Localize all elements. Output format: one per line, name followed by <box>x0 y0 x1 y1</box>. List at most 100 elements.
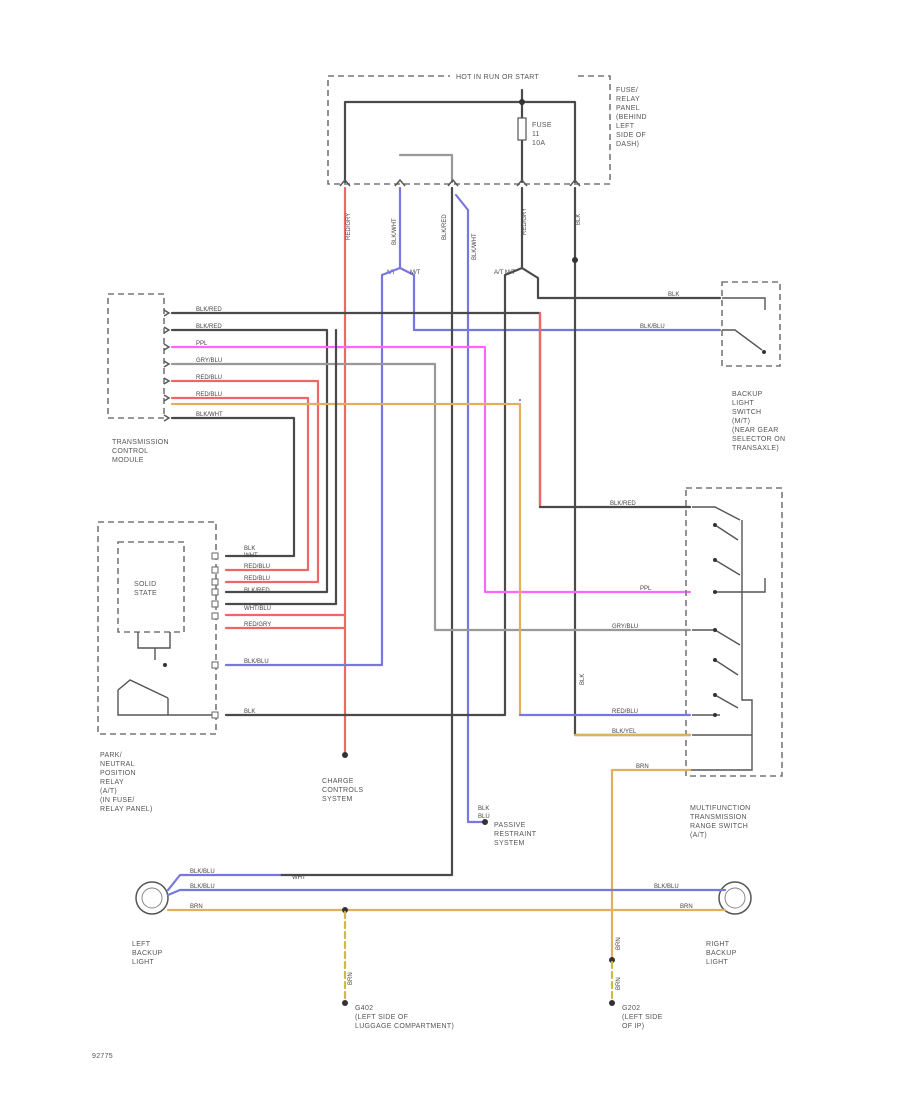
svg-text:BLK/WHT: BLK/WHT <box>392 218 398 245</box>
svg-text:RED/BLU: RED/BLU <box>196 375 222 381</box>
wire-blk-ground-ip <box>573 186 692 737</box>
svg-text:BLK/RED: BLK/RED <box>610 501 636 507</box>
fuse-11-icon <box>517 117 527 141</box>
svg-text:M/T: M/T <box>410 270 421 276</box>
svg-text:G402: G402 <box>355 1005 373 1012</box>
svg-text:BACKUP: BACKUP <box>732 391 763 398</box>
svg-text:LEFT: LEFT <box>616 123 635 130</box>
tcm-wire-brn <box>170 402 522 717</box>
ground-g402 <box>342 1000 348 1006</box>
svg-text:RIGHT: RIGHT <box>706 941 730 948</box>
svg-text:PASSIVE: PASSIVE <box>494 822 526 829</box>
svg-text:BRN: BRN <box>348 972 354 985</box>
svg-text:RESTRAINT: RESTRAINT <box>494 831 537 838</box>
svg-text:WHT: WHT <box>292 875 306 881</box>
pnp-relay-pins <box>211 552 219 719</box>
panel-connectors <box>339 178 581 187</box>
svg-text:11: 11 <box>532 131 540 138</box>
svg-text:RED/BLU: RED/BLU <box>244 564 270 570</box>
tcm-wire-red-blu-1 <box>170 379 320 584</box>
svg-text:OF IP): OF IP) <box>622 1023 644 1030</box>
tcm-pins <box>163 309 171 422</box>
tcm-wire-red-blu-2 <box>170 396 310 572</box>
svg-text:GRY/BLU: GRY/BLU <box>612 624 638 630</box>
svg-text:BLK/RED: BLK/RED <box>196 324 222 330</box>
svg-text:SELECTOR ON: SELECTOR ON <box>732 436 785 443</box>
svg-text:BLK: BLK <box>668 292 679 298</box>
passive-restraint-label: PASSIVE RESTRAINT SYSTEM <box>494 822 537 847</box>
tcm-wire-ppl <box>170 345 692 594</box>
wire-blk-left-lamp <box>278 186 454 877</box>
svg-text:RED/BLU: RED/BLU <box>196 392 222 398</box>
svg-text:CONTROLS: CONTROLS <box>322 787 363 794</box>
left-lamp-wire-1 <box>166 873 282 892</box>
fuse-panel-box <box>327 75 611 185</box>
svg-text:LEFT: LEFT <box>132 941 151 948</box>
left-backup-label: LEFT BACKUP LIGHT <box>132 941 162 966</box>
svg-text:BLK/BLU: BLK/BLU <box>640 324 665 330</box>
svg-text:BLK: BLK <box>244 709 255 715</box>
svg-text:BLK/YEL: BLK/YEL <box>612 729 637 735</box>
fuse-panel-bus <box>343 100 577 184</box>
right-backup-label: RIGHT BACKUP LIGHT <box>706 941 737 966</box>
svg-text:BRN: BRN <box>616 977 622 990</box>
svg-text:BLK/BLU: BLK/BLU <box>190 884 215 890</box>
mfr-contacts <box>690 506 766 771</box>
wire-blk-blu-passive <box>454 193 484 824</box>
svg-text:(IN FUSE/: (IN FUSE/ <box>100 797 135 804</box>
svg-text:RELAY PANEL): RELAY PANEL) <box>100 806 153 813</box>
wire-at-relay-blk <box>224 266 524 717</box>
svg-text:(LEFT SIDE OF: (LEFT SIDE OF <box>355 1014 408 1021</box>
svg-text:LUGGAGE COMPARTMENT): LUGGAGE COMPARTMENT) <box>355 1023 454 1030</box>
figure-id: 92775 <box>92 1053 113 1060</box>
fuse-panel-hot-label: HOT IN RUN OR START <box>456 74 540 81</box>
svg-text:BRN: BRN <box>680 904 693 910</box>
wire-blk-blu-switch <box>398 186 722 332</box>
svg-text:(BEHIND: (BEHIND <box>616 114 647 121</box>
svg-text:(A/T): (A/T) <box>690 832 707 839</box>
svg-text:BLK: BLK <box>580 674 586 685</box>
relay-wire-labels: BLK WHT RED/BLU RED/BLU BLK/RED WHT/BLU … <box>244 546 271 715</box>
mfr-switch-label: MULTIFUNCTION TRANSMISSION RANGE SWITCH … <box>690 805 750 839</box>
svg-text:FUSE: FUSE <box>532 122 552 129</box>
svg-text:FUSE/: FUSE/ <box>616 87 638 94</box>
svg-text:RELAY: RELAY <box>100 779 124 786</box>
svg-text:BLK/RED: BLK/RED <box>442 214 448 240</box>
svg-text:GRY/BLU: GRY/BLU <box>196 358 222 364</box>
svg-text:A/T: A/T <box>386 270 396 276</box>
svg-text:(A/T): (A/T) <box>100 788 117 795</box>
tcm-wire-gry-blu <box>170 362 692 632</box>
solid-state-label: SOLID STATE <box>134 581 157 597</box>
mfr-switch-box <box>685 487 783 777</box>
svg-text:BACKUP: BACKUP <box>706 950 737 957</box>
svg-text:SOLID: SOLID <box>134 581 157 588</box>
backup-switch-box <box>721 281 781 367</box>
svg-text:TRANSMISSION: TRANSMISSION <box>112 439 169 446</box>
svg-text:BRN: BRN <box>190 904 203 910</box>
solid-state-box <box>117 541 185 633</box>
tcm-wire-blk-red-1 <box>170 311 692 509</box>
svg-text:RED/BLU: RED/BLU <box>244 576 270 582</box>
svg-text:G202: G202 <box>622 1005 640 1012</box>
svg-text:PANEL: PANEL <box>616 105 640 112</box>
svg-text:BLK/WHT: BLK/WHT <box>196 412 223 418</box>
svg-text:WHT: WHT <box>244 553 258 559</box>
svg-text:BLK/RED: BLK/RED <box>244 588 270 594</box>
wire-at-relay-blu <box>224 266 402 667</box>
ground-right-label: G202 (LEFT SIDE OF IP) <box>622 1005 662 1030</box>
tcm-wire-blk-red-2 <box>170 328 329 594</box>
pnp-relay-label: PARK/ NEUTRAL POSITION RELAY (A/T) (IN F… <box>100 752 153 813</box>
svg-text:A/T M/T: A/T M/T <box>494 270 516 276</box>
ground-g202 <box>609 1000 615 1006</box>
svg-text:CONTROL: CONTROL <box>112 448 148 455</box>
lamp-wire-labels: BLK/BLU WHT BLK/BLU BRN BLK/BLU BRN <box>190 869 693 910</box>
svg-text:TRANSAXLE): TRANSAXLE) <box>732 445 779 452</box>
svg-text:BLU: BLU <box>478 814 490 820</box>
tcm-wire-labels: BLK/RED BLK/RED PPL GRY/BLU RED/BLU RED/… <box>196 307 223 418</box>
svg-text:TRANSMISSION: TRANSMISSION <box>690 814 747 821</box>
svg-text:BRN: BRN <box>636 764 649 770</box>
relay-contact <box>117 690 214 716</box>
svg-text:LIGHT: LIGHT <box>732 400 755 407</box>
panel-internal-wire <box>398 153 454 184</box>
